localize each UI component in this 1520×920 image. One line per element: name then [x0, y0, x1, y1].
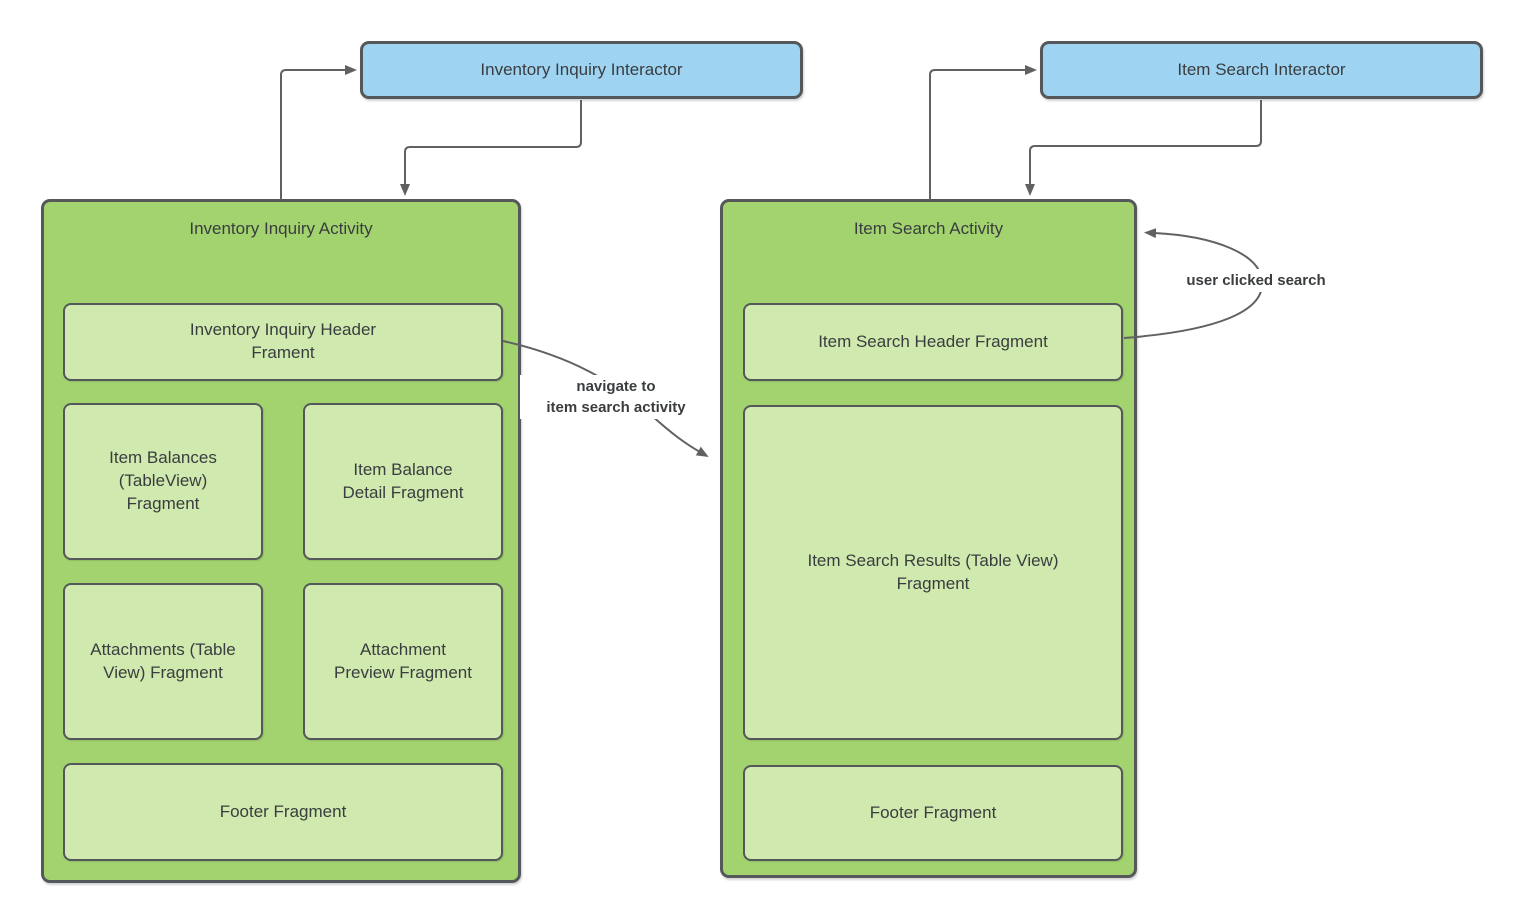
- inventory-inquiry-activity-title: Inventory Inquiry Activity: [189, 219, 373, 238]
- attachment-preview-fragment-node: Attachment Preview Fragment: [303, 583, 503, 740]
- item-search-results-fragment-node: Item Search Results (Table View) Fragmen…: [743, 405, 1123, 740]
- edge-label-navigate-line1: navigate to: [576, 378, 656, 395]
- attachment-preview-fragment-label: Attachment Preview Fragment: [334, 639, 472, 682]
- search-footer-fragment-node: Footer Fragment: [743, 765, 1123, 861]
- edge-label-user-clicked-search-text: user clicked search: [1186, 272, 1326, 289]
- item-balances-fragment-node: Item Balances (TableView) Fragment: [63, 403, 263, 560]
- edge-inventory-interactor-to-activity: [400, 100, 582, 196]
- search-footer-fragment-label: Footer Fragment: [869, 802, 997, 822]
- item-search-results-fragment-label: Item Search Results (Table View) Fragmen…: [807, 550, 1059, 593]
- item-balances-fragment-label: Item Balances (TableView) Fragment: [109, 448, 217, 513]
- inventory-inquiry-interactor-label: Inventory Inquiry Interactor: [480, 59, 683, 79]
- edge-search-interactor-to-activity: [1025, 100, 1262, 196]
- attachments-fragment-node: Attachments (Table View) Fragment: [63, 583, 263, 740]
- edge-inventory-activity-to-interactor: [280, 65, 357, 200]
- inventory-inquiry-interactor-node: Inventory Inquiry Interactor: [360, 41, 803, 99]
- item-balance-detail-fragment-label: Item Balance Detail Fragment: [342, 459, 464, 502]
- inventory-inquiry-header-fragment-node: Inventory Inquiry Header Frament: [63, 303, 503, 381]
- item-search-header-fragment-label: Item Search Header Fragment: [818, 331, 1048, 351]
- item-search-interactor-label: Item Search Interactor: [1177, 59, 1346, 79]
- inventory-footer-fragment-label: Footer Fragment: [219, 801, 347, 821]
- edge-label-user-clicked-search: user clicked search: [1165, 269, 1347, 292]
- inventory-inquiry-header-fragment-label: Inventory Inquiry Header Frament: [189, 320, 377, 362]
- edge-label-navigate-line2: item search activity: [546, 399, 686, 416]
- item-search-header-fragment-node: Item Search Header Fragment: [743, 303, 1123, 381]
- item-search-activity-container: Item Search Activity Item Search Header …: [720, 199, 1137, 878]
- item-search-interactor-node: Item Search Interactor: [1040, 41, 1483, 99]
- item-search-activity-title: Item Search Activity: [853, 219, 1004, 238]
- inventory-inquiry-activity-container: Inventory Inquiry Activity Inventory Inq…: [41, 199, 521, 883]
- attachments-fragment-label: Attachments (Table View) Fragment: [90, 639, 236, 682]
- item-balance-detail-fragment-node: Item Balance Detail Fragment: [303, 403, 503, 560]
- edge-label-navigate: navigate to item search activity: [520, 375, 712, 419]
- edge-search-activity-to-interactor: [929, 65, 1037, 200]
- inventory-footer-fragment-node: Footer Fragment: [63, 763, 503, 861]
